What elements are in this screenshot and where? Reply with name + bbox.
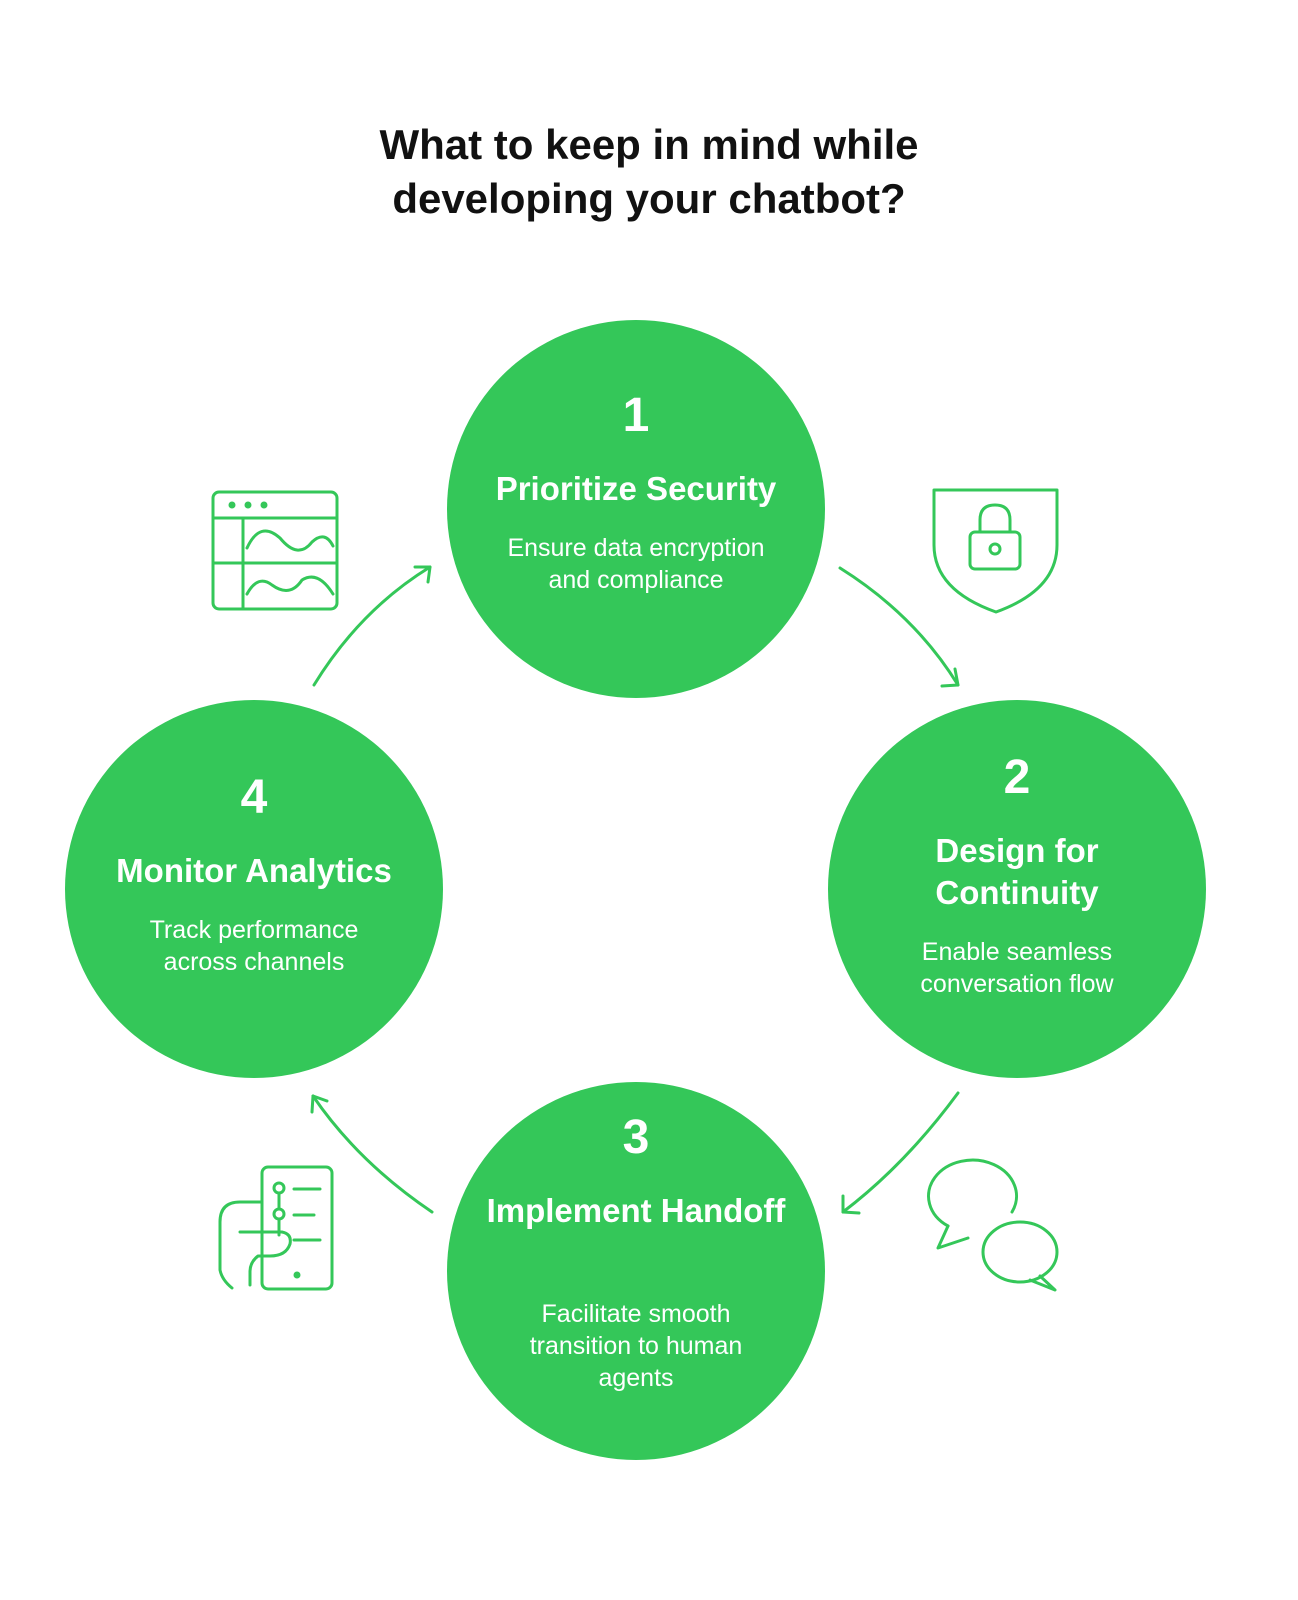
hand-phone-icon [218,1165,334,1291]
step-heading: Design for Continuity [935,832,1099,911]
step-circle-1: 1 Prioritize Security Ensure data encryp… [447,320,825,698]
step-heading: Monitor Analytics [116,852,392,889]
shield-lock-icon [932,488,1059,614]
chat-bubbles-icon [927,1158,1059,1292]
step-number: 3 [622,1111,650,1164]
title-line-1: What to keep in mind while [379,121,919,168]
cycle-arrow-1-to-2 [838,566,960,688]
step-heading: Implement Handoff [486,1192,786,1229]
cycle-arrow-4-to-1 [312,565,432,687]
step-description: Facilitate smooth transition to human ag… [529,1300,743,1392]
step-circle-4: 4 Monitor Analytics Track performance ac… [65,700,443,1078]
cycle-arrow-3-to-4 [310,1094,434,1214]
step-circle-2: 2 Design for Continuity Enable seamless … [828,700,1206,1078]
title-line-2: developing your chatbot? [392,175,906,222]
step-number: 2 [1003,751,1031,804]
cycle-arrow-2-to-3 [841,1091,960,1215]
step-number: 1 [622,389,650,442]
step-description: Enable seamless conversation flow [920,938,1114,998]
step-description: Track performance across channels [149,916,359,976]
page-title: What to keep in mind while developing yo… [0,118,1298,226]
step-heading: Prioritize Security [495,470,777,507]
analytics-window-icon [211,490,339,611]
step-number: 4 [240,771,268,824]
step-circle-3: 3 Implement Handoff Facilitate smooth tr… [447,1082,825,1460]
step-description: Ensure data encryption and compliance [507,534,765,594]
